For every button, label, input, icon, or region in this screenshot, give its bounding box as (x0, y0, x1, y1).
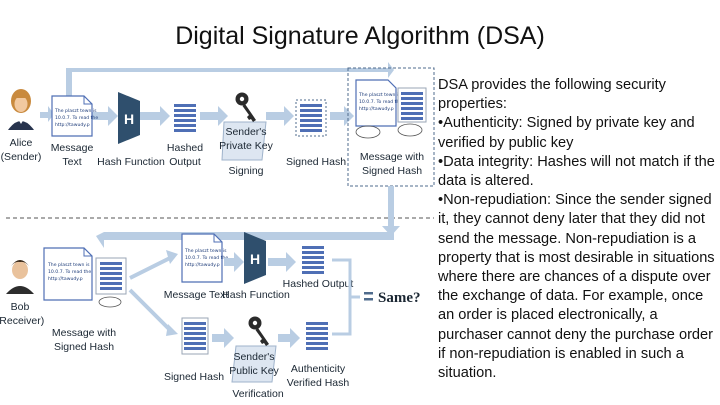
description-intro: DSA provides the following security prop… (438, 77, 666, 113)
svg-text:H: H (124, 111, 134, 127)
top-hashed-output-stack (174, 104, 196, 132)
bottom-mwsh-label-2: Signed Hash (54, 341, 114, 353)
top-hash-function-block: H (118, 92, 140, 144)
svg-text:The plaszt tewn is: The plaszt tewn is (47, 262, 90, 268)
sender-role: (Sender) (1, 151, 42, 163)
bottom-mwsh-label-1: Message with (52, 327, 116, 339)
bottom-hash-function-block: H (244, 232, 266, 284)
top-mwsh-label-2: Signed Hash (362, 165, 422, 177)
equals-icon (364, 292, 373, 301)
bottom-message-text-label: Message Text (164, 289, 229, 301)
private-key-label-2: Private Key (219, 140, 273, 152)
comparison-bracket (332, 258, 352, 336)
same-label: Same? (378, 290, 421, 306)
top-signed-hash (295, 99, 327, 137)
signing-label: Signing (228, 165, 263, 177)
svg-text:10.0.7. To read the: 10.0.7. To read the (359, 99, 402, 105)
bottom-arrow-to-authenticity (278, 328, 300, 348)
description-text: DSA provides the following security prop… (438, 76, 716, 383)
bottom-hash-function-label: Hash Function (222, 289, 290, 301)
public-key-verification-box: Sender's Public Key (229, 316, 280, 383)
bottom-hashed-output-label: Hashed Output (283, 278, 354, 290)
private-key-label-1: Sender's (225, 126, 266, 138)
top-message-label-1: Message (51, 142, 94, 154)
receiver-role: (Receiver) (0, 315, 44, 327)
bottom-message-document: The plaszt tewn is 10.0.7. To read the h… (181, 233, 228, 283)
top-message-document: The plaszt tewn is 10.0.7. To read the h… (51, 95, 98, 137)
bottom-hashed-output-stack (302, 246, 324, 274)
bottom-message-with-signed-hash: The plaszt tewn is 10.0.7. To read the h… (43, 247, 127, 308)
alice-arrow (40, 106, 54, 122)
svg-text:The plaszt tewn is: The plaszt tewn is (358, 92, 401, 98)
page-title: Digital Signature Algorithm (DSA) (175, 22, 545, 50)
public-key-label-2: Public Key (229, 365, 279, 377)
svg-text:http://tawudy.p: http://tawudy.p (185, 262, 220, 268)
authenticity-label-2: Verified Hash (287, 377, 350, 389)
svg-text:10.0.7. To read the: 10.0.7. To read the (55, 115, 98, 121)
svg-text:10.0.7. To read the: 10.0.7. To read the (48, 269, 91, 275)
bottom-arrow-to-output (268, 252, 296, 272)
public-key-label-1: Sender's (233, 351, 274, 363)
bottom-signed-hash-label: Signed Hash (164, 371, 224, 383)
authenticity-hash-stack (306, 322, 328, 350)
receiver-name: Bob (11, 301, 30, 313)
svg-text:http://tawudy.p: http://tawudy.p (55, 122, 90, 128)
description-bullet-integrity: •Data integrity: Hashes will not match i… (438, 153, 715, 190)
top-mwsh-label-1: Message with (360, 151, 424, 163)
svg-text:H: H (250, 251, 260, 267)
svg-text:The plaszt tewn is: The plaszt tewn is (54, 108, 97, 114)
top-flow-arrows (66, 62, 394, 126)
svg-text:http://tawudy.p: http://tawudy.p (48, 276, 83, 282)
bottom-signed-hash (181, 317, 209, 355)
svg-text:http://tawudy.p: http://tawudy.p (359, 106, 394, 112)
bob-avatar (6, 260, 34, 294)
private-key-signing-box: Sender's Private Key (219, 92, 274, 161)
authenticity-label-1: Authenticity (291, 363, 346, 375)
description-bullet-non-repudiation: •Non-repudiation: Since the sender signe… (438, 192, 715, 382)
bottom-arrow-to-public-key (212, 328, 234, 348)
dsa-diagram: Alice (Sender) The plaszt tewn is 10.0.7… (0, 62, 435, 400)
top-hash-function-label: Hash Function (97, 156, 165, 168)
split-arrows (128, 256, 172, 332)
top-signed-hash-label: Signed Hash (286, 156, 346, 168)
top-hashed-output-label-1: Hashed (167, 142, 203, 154)
svg-text:The plaszt tewn is: The plaszt tewn is (184, 248, 227, 254)
top-message-label-2: Text (62, 156, 81, 168)
top-hashed-output-label-2: Output (169, 156, 201, 168)
description-bullet-authenticity: •Authenticity: Signed by private key and… (438, 115, 695, 151)
alice-avatar (8, 89, 34, 130)
sender-name: Alice (10, 137, 33, 149)
verification-label: Verification (232, 388, 284, 400)
right-down-arrow (382, 186, 400, 236)
svg-text:10.0.7. To read the: 10.0.7. To read the (185, 255, 228, 261)
bottom-arrow-to-hash (224, 252, 244, 272)
